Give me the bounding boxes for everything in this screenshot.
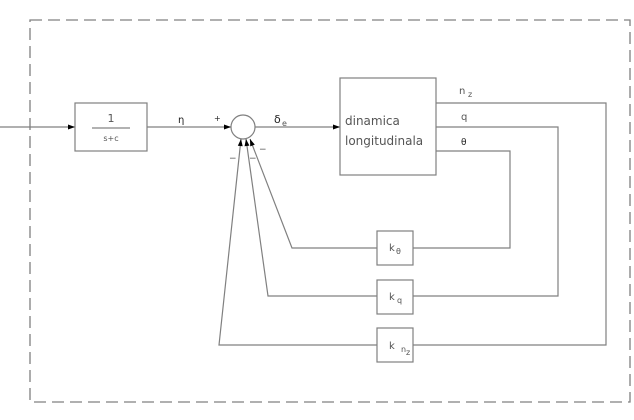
- prefilter-block: [74, 102, 148, 152]
- theta-feedback-path: [413, 150, 511, 249]
- prefilter-denominator: s+c: [103, 134, 118, 143]
- summing-junction: [230, 114, 256, 140]
- gain-block-theta: [376, 230, 414, 266]
- gain-theta-k: k: [389, 243, 395, 254]
- plant-label-line1: dinamica: [345, 114, 400, 128]
- nz-subscript: z: [468, 90, 472, 99]
- minus-sign-2: −: [249, 154, 257, 164]
- gain-q-k: k: [389, 292, 395, 303]
- theta-feedback-return: [249, 138, 377, 249]
- gain-theta-sub: θ: [396, 247, 401, 256]
- prefilter-numerator: 1: [108, 112, 115, 125]
- gain-nz-sub2: z: [406, 348, 410, 357]
- nz-label: n: [459, 86, 465, 97]
- q-label: q: [461, 112, 467, 123]
- gain-block-q: [376, 279, 414, 315]
- plus-sign: +: [214, 114, 221, 123]
- delta-e-label: δ: [274, 113, 281, 126]
- q-feedback-path: [413, 126, 559, 297]
- gain-nz-sub: n: [401, 345, 406, 354]
- plant-block: [339, 77, 437, 176]
- q-feedback-return: [244, 138, 377, 297]
- eta-label: η: [178, 115, 184, 126]
- system-boundary: [29, 19, 631, 403]
- gain-block-nz: [376, 327, 414, 363]
- nz-feedback-path: [413, 102, 607, 346]
- minus-sign-1: −: [229, 154, 237, 164]
- gain-q-sub: q: [397, 296, 402, 305]
- theta-label: θ: [461, 138, 467, 148]
- minus-sign-3: −: [259, 145, 267, 155]
- nz-feedback-return: [218, 138, 377, 346]
- gain-nz-k: k: [389, 341, 395, 352]
- delta-e-subscript: e: [282, 119, 287, 128]
- plant-label-line2: longitudinala: [345, 134, 423, 148]
